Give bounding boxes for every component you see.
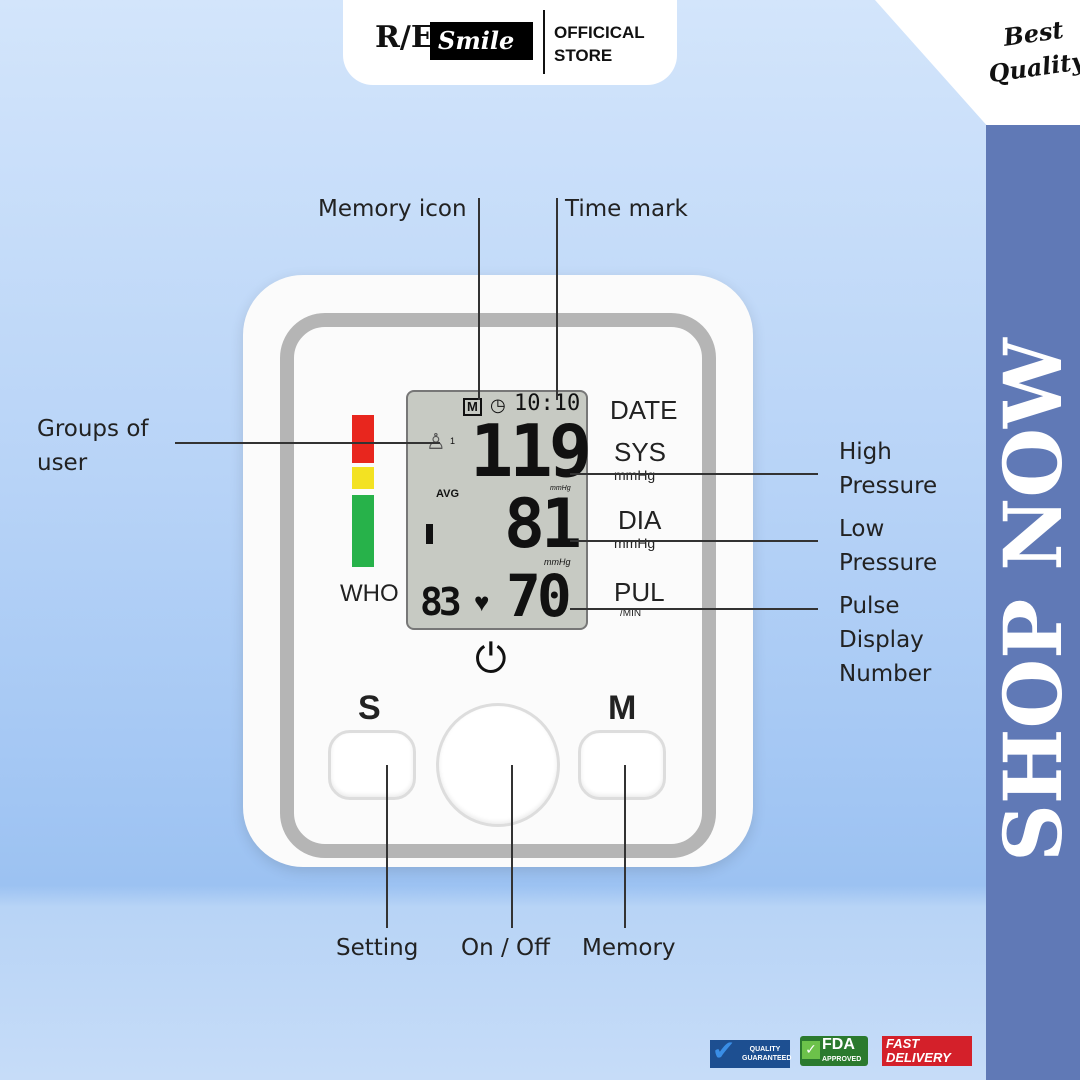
- sys-unit: mmHg: [614, 467, 656, 483]
- memory-button[interactable]: [578, 730, 666, 800]
- sys-unit-small: mmHg: [550, 485, 571, 492]
- dia-label: DIA: [618, 505, 662, 535]
- high-pressure-line: [570, 473, 818, 475]
- memory-icon-annotation: Memory icon: [318, 196, 467, 222]
- sys-label: SYS: [614, 437, 667, 467]
- memory-line: [624, 765, 626, 928]
- high-pressure-annotation: High Pressure: [839, 439, 938, 499]
- diastolic-value: 81: [504, 485, 582, 564]
- memory-icon-line: [478, 198, 480, 400]
- s-button-label: S: [358, 689, 381, 727]
- official-store-label: OFFICICAL STORE: [554, 23, 645, 65]
- m-button-label: M: [608, 689, 637, 727]
- who-green-bar: [352, 495, 374, 567]
- lcd-screen: M ◷ 10:10 ♙ 1 119 AVG mmHg 81 mmHg 83 ♥ …: [406, 390, 592, 630]
- time-display: 10:10: [514, 391, 581, 416]
- memory-annotation: Memory: [582, 935, 676, 961]
- pul-label: PUL: [614, 577, 665, 607]
- pulse-value: 70: [506, 562, 572, 630]
- who-label: WHO: [340, 580, 399, 607]
- user-group-number: 1: [450, 436, 456, 446]
- pulse-annotation: Pulse Display Number: [839, 593, 932, 687]
- who-red-bar: [352, 415, 374, 463]
- fast-delivery-badge: FAST DELIVERY: [882, 1036, 972, 1066]
- quality-badge: ✔ QUALITY GUARANTEED: [710, 1034, 792, 1068]
- clock-icon: ◷: [490, 395, 506, 415]
- systolic-value: 119: [470, 409, 592, 493]
- dia-unit: mmHg: [614, 535, 656, 551]
- time-mark-line: [556, 198, 558, 400]
- groups-line: [175, 442, 440, 444]
- memory-count: 83: [420, 580, 462, 624]
- dia-unit-small: mmHg: [544, 557, 571, 567]
- who-yellow-bar: [352, 467, 374, 489]
- pul-unit: /MIN: [620, 608, 642, 619]
- groups-annotation: Groups of user: [37, 416, 149, 476]
- divider: [543, 10, 545, 74]
- check-icon: ✓: [802, 1041, 820, 1059]
- setting-line: [386, 765, 388, 928]
- avg-label: AVG: [436, 488, 460, 500]
- shop-now-banner[interactable]: [986, 125, 1080, 1080]
- best-quality-label: Best Quality!: [986, 14, 1080, 89]
- power-icon: ⏻: [475, 636, 507, 682]
- low-pressure-line: [570, 540, 818, 542]
- pulse-line: [570, 608, 818, 610]
- shop-now-label[interactable]: SHOP NOW: [986, 338, 1080, 862]
- power-button[interactable]: [436, 703, 560, 827]
- user-group-icon: ♙: [426, 430, 446, 454]
- check-icon: ✔: [712, 1034, 736, 1067]
- heart-icon: ♥: [474, 587, 490, 617]
- brand-logo-smile: Smile: [430, 22, 533, 60]
- pressure-indicator: [426, 524, 433, 544]
- low-pressure-annotation: Low Pressure: [839, 516, 938, 576]
- time-mark-annotation: Time mark: [565, 196, 688, 222]
- device-frame: [280, 313, 716, 858]
- brand-logo-re: R/E: [375, 20, 434, 55]
- setting-annotation: Setting: [336, 935, 419, 961]
- memory-icon: M: [463, 398, 482, 416]
- fda-badge: ✓ FDA APPROVED: [800, 1036, 868, 1066]
- on-off-line: [511, 765, 513, 928]
- on-off-annotation: On / Off: [461, 935, 551, 961]
- setting-button[interactable]: [328, 730, 416, 800]
- date-label: DATE: [610, 395, 678, 425]
